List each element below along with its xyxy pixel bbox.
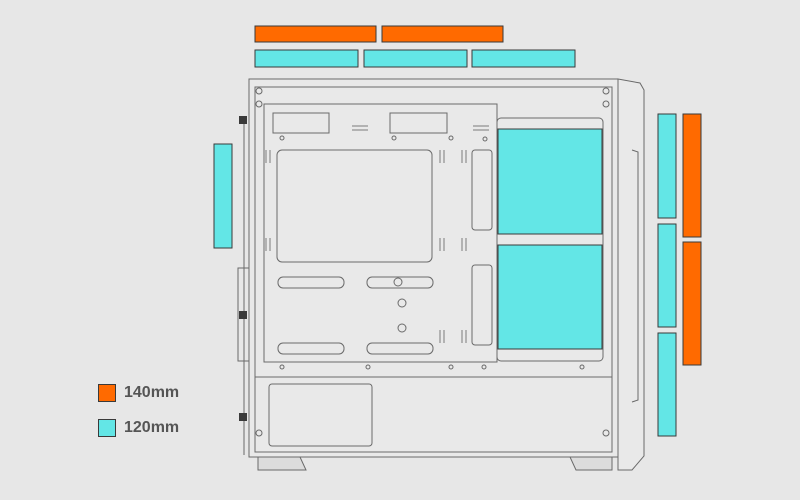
top-140mm-fan-1 — [254, 25, 377, 43]
front-140mm-fan-2 — [682, 241, 702, 366]
front-120mm-fan-3 — [657, 332, 677, 437]
front-120mm-fan-1 — [657, 113, 677, 219]
legend-swatch-120mm — [98, 419, 116, 437]
front-140mm-fan-1 — [682, 113, 702, 238]
legend-item-120mm: 120mm — [98, 418, 179, 438]
legend-label-120mm: 120mm — [124, 419, 180, 436]
top-120mm-fan-3 — [471, 49, 576, 68]
side-120mm-fan-2 — [497, 244, 603, 350]
side-radiator-mounts — [497, 128, 603, 350]
top-140mm-fan-2 — [381, 25, 504, 43]
legend-swatch-140mm — [98, 384, 116, 402]
side-120mm-fan-1 — [497, 128, 603, 235]
top-fan-mounts — [254, 25, 576, 68]
rear-120mm-fan — [213, 143, 233, 249]
top-120mm-fan-2 — [363, 49, 468, 68]
legend: 140mm 120mm — [98, 383, 179, 438]
legend-item-140mm: 140mm — [98, 383, 179, 403]
legend-label-140mm: 140mm — [124, 384, 180, 401]
front-fan-mounts — [657, 113, 702, 437]
top-120mm-fan-1 — [254, 49, 359, 68]
front-120mm-fan-2 — [657, 223, 677, 328]
